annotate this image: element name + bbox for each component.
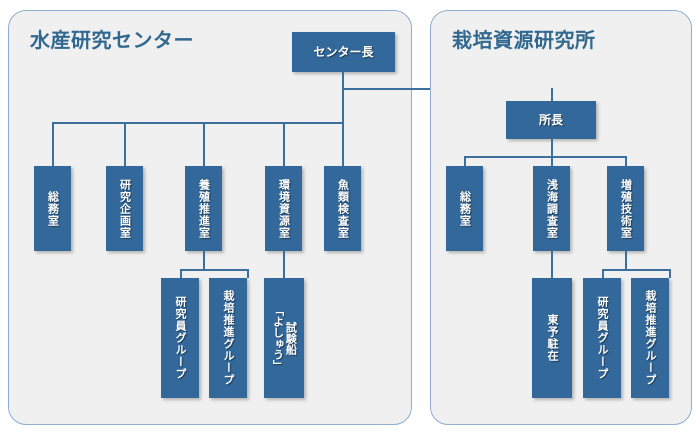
connector-bus-right bbox=[464, 156, 626, 158]
box-label: 養殖推進室 bbox=[197, 178, 211, 239]
connector-drop-researcher-group-left bbox=[180, 269, 182, 278]
connector-aquaculture-bus bbox=[180, 269, 248, 271]
box-center-chief[interactable]: センター長 bbox=[292, 32, 395, 72]
box-cultivation-group-left[interactable]: 栽培推進グループ bbox=[209, 278, 247, 398]
connector-propagation-bus bbox=[602, 269, 670, 271]
box-label-line1: 試験船 bbox=[284, 321, 298, 355]
connector-chief-down-left bbox=[342, 72, 344, 123]
connector-drop-general-affairs-right bbox=[464, 156, 466, 166]
connector-institute-chief-down bbox=[551, 139, 553, 156]
panel-title-left: 水産研究センター bbox=[30, 28, 194, 52]
box-label: 栽培推進グループ bbox=[221, 290, 235, 386]
connector-drop-research-planning bbox=[124, 122, 126, 166]
connector-drop-general-affairs bbox=[52, 122, 54, 166]
box-toyo-station[interactable]: 東予駐在 bbox=[532, 278, 572, 398]
connector-environment-down bbox=[283, 251, 285, 278]
box-label: 環境資源室 bbox=[277, 178, 291, 239]
connector-link-into-institute bbox=[551, 88, 553, 101]
box-cultivation-group-right[interactable]: 栽培推進グループ bbox=[631, 278, 669, 398]
box-survey-ship[interactable]: 「よしゅう」 試験船 bbox=[264, 278, 304, 398]
connector-drop-researcher-group-right bbox=[602, 269, 604, 278]
box-label: 栽培推進グループ bbox=[643, 290, 657, 386]
connector-aquaculture-down bbox=[203, 251, 205, 269]
box-label: 総務室 bbox=[458, 190, 472, 227]
connector-drop-fish-inspection bbox=[342, 122, 344, 166]
box-label: 魚類検査室 bbox=[336, 178, 350, 239]
box-general-affairs-right[interactable]: 総務室 bbox=[446, 166, 483, 251]
connector-drop-environment bbox=[283, 122, 285, 166]
connector-drop-cultivation-group-right bbox=[669, 269, 671, 278]
box-aquaculture-promotion[interactable]: 養殖推進室 bbox=[185, 166, 222, 251]
connector-shallow-sea-down bbox=[551, 251, 553, 278]
box-label-line2: 「よしゅう」 bbox=[271, 305, 285, 371]
box-label: 総務室 bbox=[46, 190, 60, 227]
box-propagation-technology[interactable]: 増殖技術室 bbox=[607, 166, 644, 251]
box-label: 研究企画室 bbox=[118, 178, 132, 239]
connector-drop-aquaculture bbox=[203, 122, 205, 166]
box-researcher-group-left[interactable]: 研究員グループ bbox=[161, 278, 199, 398]
box-label: 増殖技術室 bbox=[619, 178, 633, 239]
box-institute-chief[interactable]: 所長 bbox=[506, 101, 596, 139]
box-label: 研究員グループ bbox=[595, 296, 609, 380]
box-label: 研究員グループ bbox=[173, 296, 187, 380]
box-research-planning[interactable]: 研究企画室 bbox=[106, 166, 143, 251]
panel-title-right: 栽培資源研究所 bbox=[452, 28, 596, 52]
box-label: 東予駐在 bbox=[545, 314, 559, 362]
box-general-affairs-left[interactable]: 総務室 bbox=[34, 166, 71, 251]
box-shallow-sea-survey[interactable]: 浅海調査室 bbox=[533, 166, 570, 251]
connector-drop-cultivation-group-left bbox=[247, 269, 249, 278]
connector-drop-shallow-sea bbox=[551, 156, 553, 166]
connector-propagation-down bbox=[625, 251, 627, 269]
box-label: 所長 bbox=[538, 112, 563, 127]
box-fish-inspection[interactable]: 魚類検査室 bbox=[324, 166, 361, 251]
box-researcher-group-right[interactable]: 研究員グループ bbox=[583, 278, 621, 398]
connector-bus-left bbox=[52, 122, 344, 124]
box-environment-resources[interactable]: 環境資源室 bbox=[265, 166, 302, 251]
box-label: 浅海調査室 bbox=[545, 178, 559, 239]
box-label: センター長 bbox=[313, 44, 374, 59]
connector-drop-propagation bbox=[625, 156, 627, 166]
